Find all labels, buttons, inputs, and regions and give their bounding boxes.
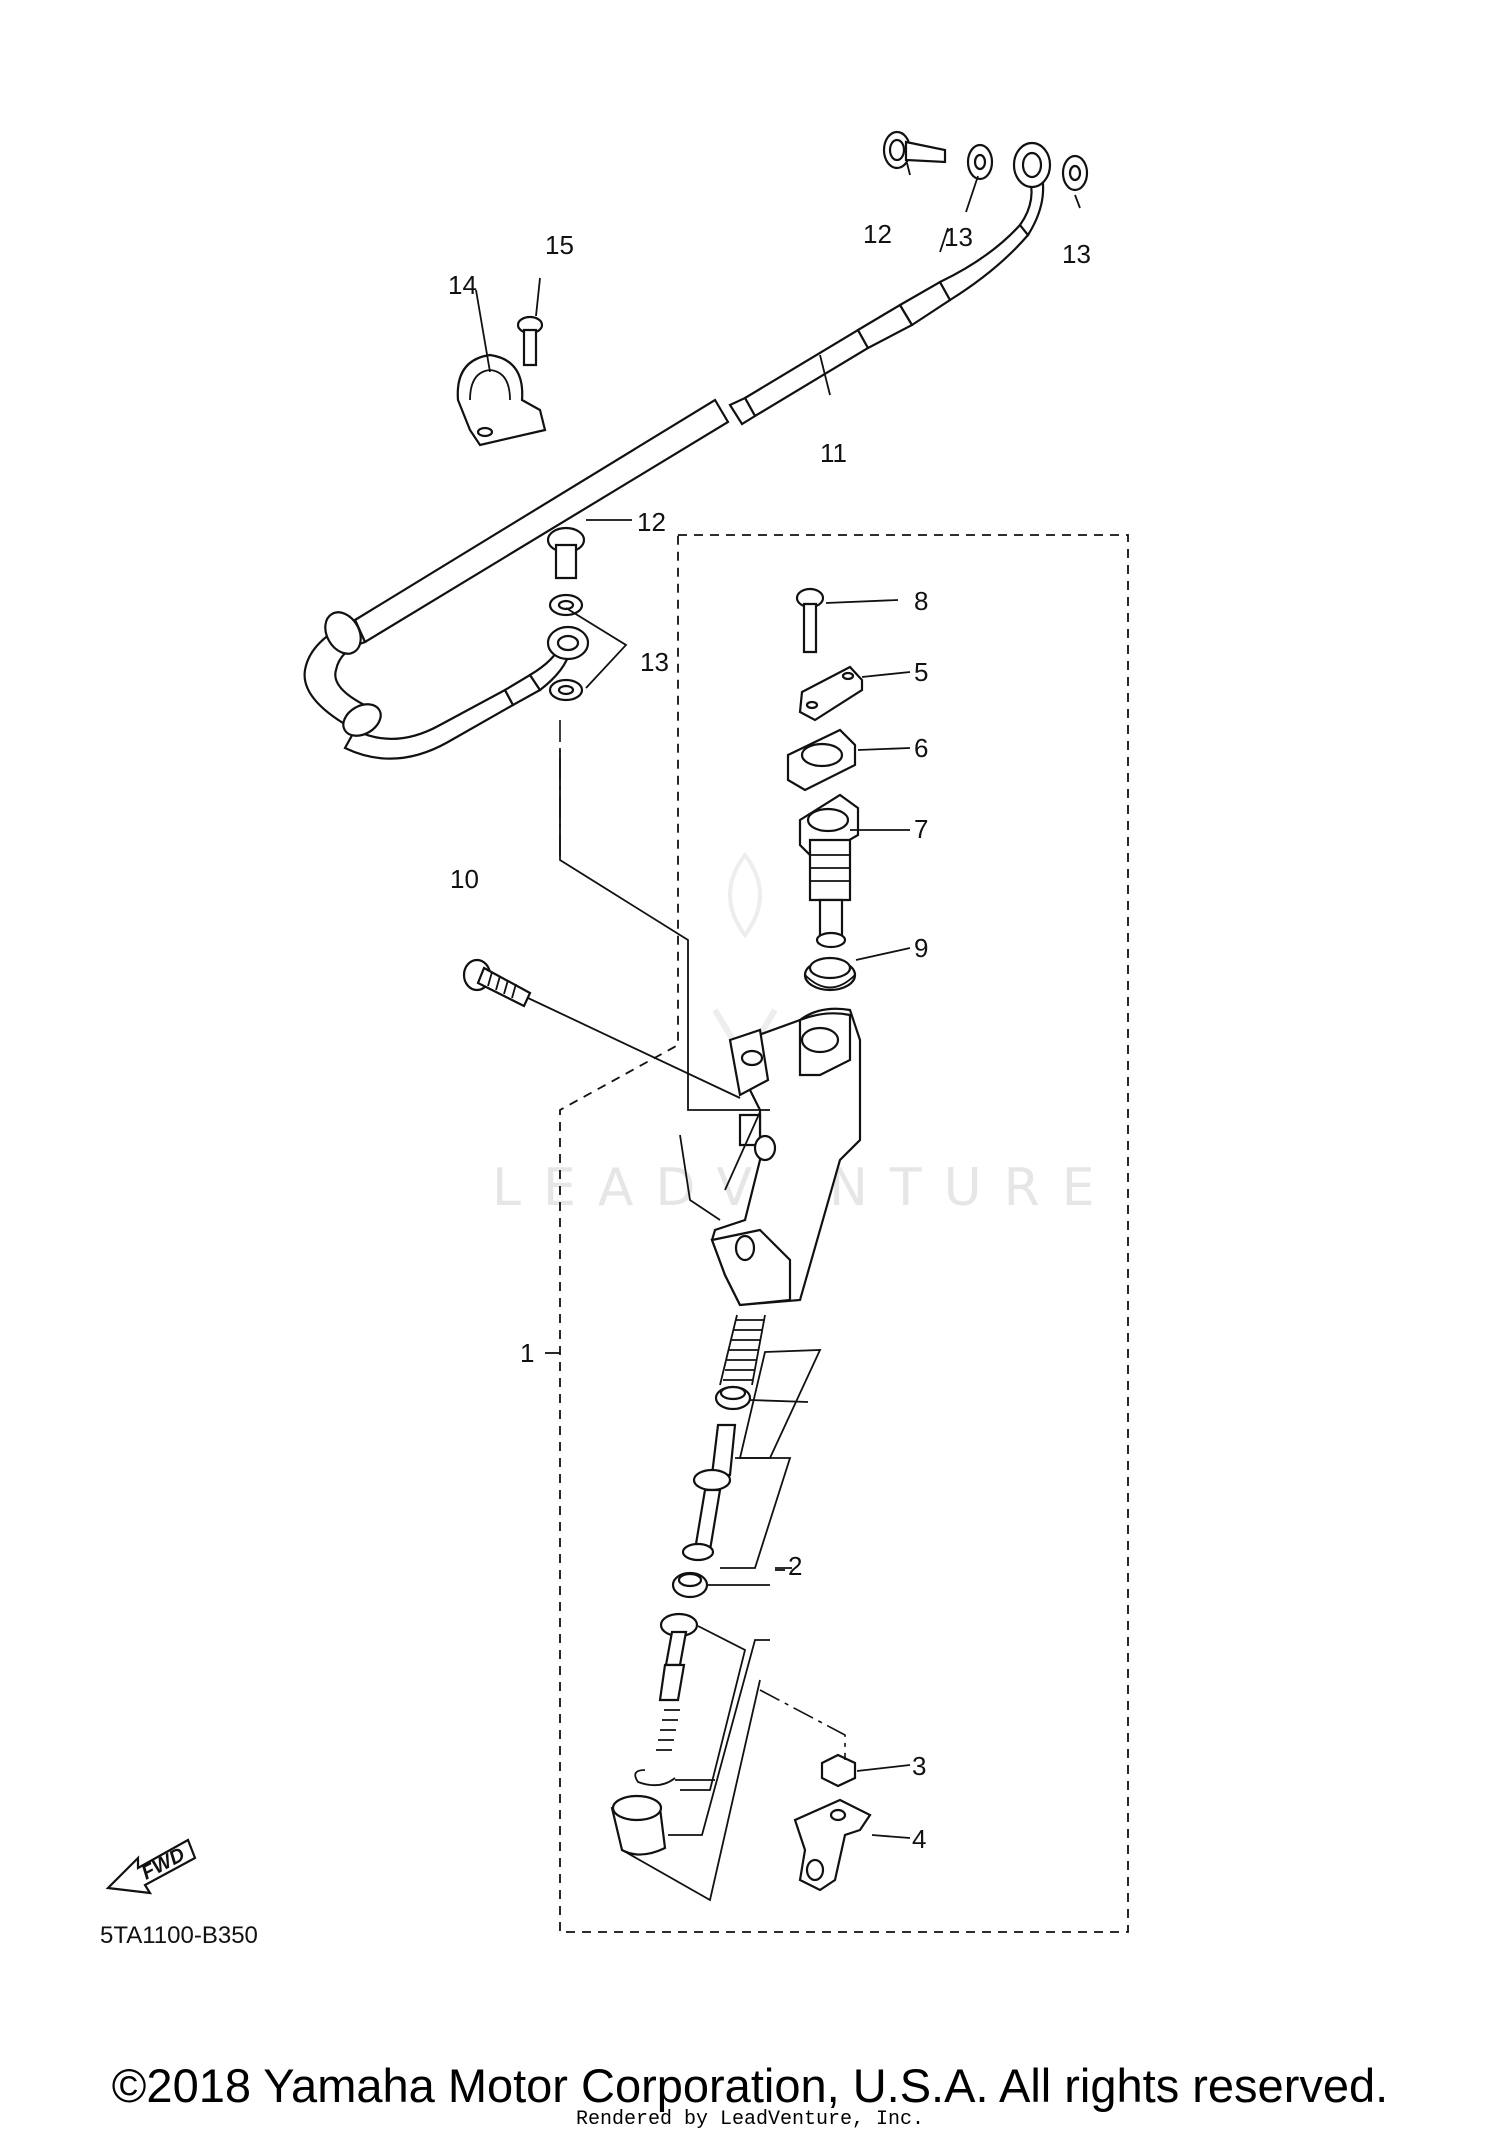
callout-7: 7 [914,814,928,844]
callout-1: 1 [520,1338,534,1368]
callout-6: 6 [914,733,928,763]
forward-arrow-icon: FWD [105,1838,197,1895]
hose-clamp [456,353,547,447]
callout-14: 14 [448,270,477,300]
callout-8: 8 [914,586,928,616]
callout-13-bottom: 13 [640,647,669,677]
union-bolt-bottom [546,526,586,580]
callout-11: 11 [820,438,847,468]
diaphragm-plate [786,728,857,792]
callout-13-top-right: 13 [1062,239,1091,269]
leader-lines [475,162,1081,1902]
secondary-cup [671,1571,709,1599]
watermark-logo [712,851,778,1066]
circlip [634,1769,676,1787]
clevis [793,1798,872,1892]
fwd-label: FWD [138,1844,189,1885]
spring [719,1314,766,1386]
reservoir-cover [798,665,864,722]
clamp-screw [516,315,544,367]
callout-12-bottom: 12 [637,507,666,537]
copper-washer [548,143,1089,702]
diagram-code: 5TA1100-B350 [100,1922,258,1949]
piston-cup [714,1385,752,1411]
callout-5: 5 [914,657,928,687]
lock-nut [820,1753,857,1788]
callout-3: 3 [912,1751,926,1781]
dust-boot [610,1794,667,1856]
banjo-fitting-top [1012,141,1052,189]
callout-2: 2 [788,1551,802,1581]
mounting-bolt [462,958,532,1008]
callout-4: 4 [912,1824,926,1854]
copyright-notice: ©2018 Yamaha Motor Corporation, U.S.A. A… [111,2059,1389,2112]
piston [656,1612,699,1751]
callout-15: 15 [545,230,574,260]
union-bolt-top [882,130,947,170]
brake-hose [303,166,1045,760]
rendered-by-credit: Rendered by LeadVenture, Inc. [575,2108,925,2131]
callout-10: 10 [450,864,479,894]
callout-12-top: 12 [863,219,892,249]
assembly-boundary [559,534,1129,1933]
banjo-fitting-bottom [546,625,590,661]
cover-screw [795,587,825,654]
callout-9: 9 [914,933,928,963]
master-cylinder-body [710,1007,862,1307]
push-rod-upper [681,1423,737,1562]
diaphragm [798,793,860,949]
reservoir-seal [803,956,857,992]
callout-13-top-left: 13 [944,222,973,252]
